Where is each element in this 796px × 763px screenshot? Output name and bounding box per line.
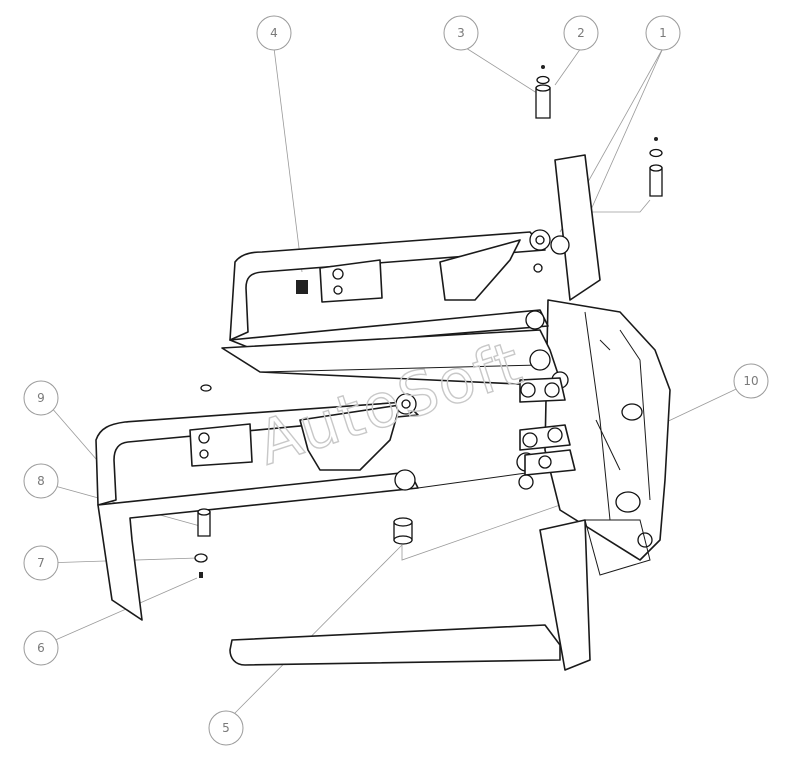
callout-circle xyxy=(645,15,681,51)
callout-8: 8 xyxy=(23,463,59,499)
callout-circle xyxy=(23,545,59,581)
callout-1: 1 xyxy=(645,15,681,51)
callout-circle xyxy=(23,630,59,666)
callout-6: 6 xyxy=(23,630,59,666)
callout-2: 2 xyxy=(563,15,599,51)
callout-label: 4 xyxy=(270,26,278,40)
callout-7: 7 xyxy=(23,545,59,581)
callout-circle xyxy=(23,463,59,499)
callout-9: 9 xyxy=(23,380,59,416)
callout-label: 7 xyxy=(37,556,45,570)
bushing-part xyxy=(393,517,413,545)
callout-label: 3 xyxy=(457,26,465,40)
leader-lines xyxy=(43,47,750,719)
callout-circle xyxy=(443,15,479,51)
callout-circle xyxy=(23,380,59,416)
lower-fork xyxy=(95,393,549,621)
callout-label: 2 xyxy=(577,26,585,40)
callout-circle xyxy=(563,15,599,51)
callout-label: 1 xyxy=(659,26,667,40)
middle-rail xyxy=(221,329,569,389)
callout-label: 6 xyxy=(37,641,45,655)
callout-label: 5 xyxy=(222,721,230,735)
callout-5: 5 xyxy=(208,710,244,746)
callout-circle xyxy=(256,15,292,51)
callout-circle xyxy=(733,363,769,399)
callouts: 1 2 3 4 5 6 7 8 9 10 xyxy=(23,15,769,746)
top-pin-assembly xyxy=(533,65,551,273)
upper-fork xyxy=(229,154,601,351)
fork-tine xyxy=(229,519,651,671)
left-pin-assembly xyxy=(194,384,212,578)
hinge-links xyxy=(519,377,576,476)
callout-label: 8 xyxy=(37,474,45,488)
right-pin-assembly xyxy=(649,137,663,197)
callout-label: 10 xyxy=(743,374,758,388)
callout-label: 9 xyxy=(37,391,45,405)
callout-3: 3 xyxy=(443,15,479,51)
callout-circle xyxy=(208,710,244,746)
callout-4: 4 xyxy=(256,15,292,51)
callout-10: 10 xyxy=(733,363,769,399)
